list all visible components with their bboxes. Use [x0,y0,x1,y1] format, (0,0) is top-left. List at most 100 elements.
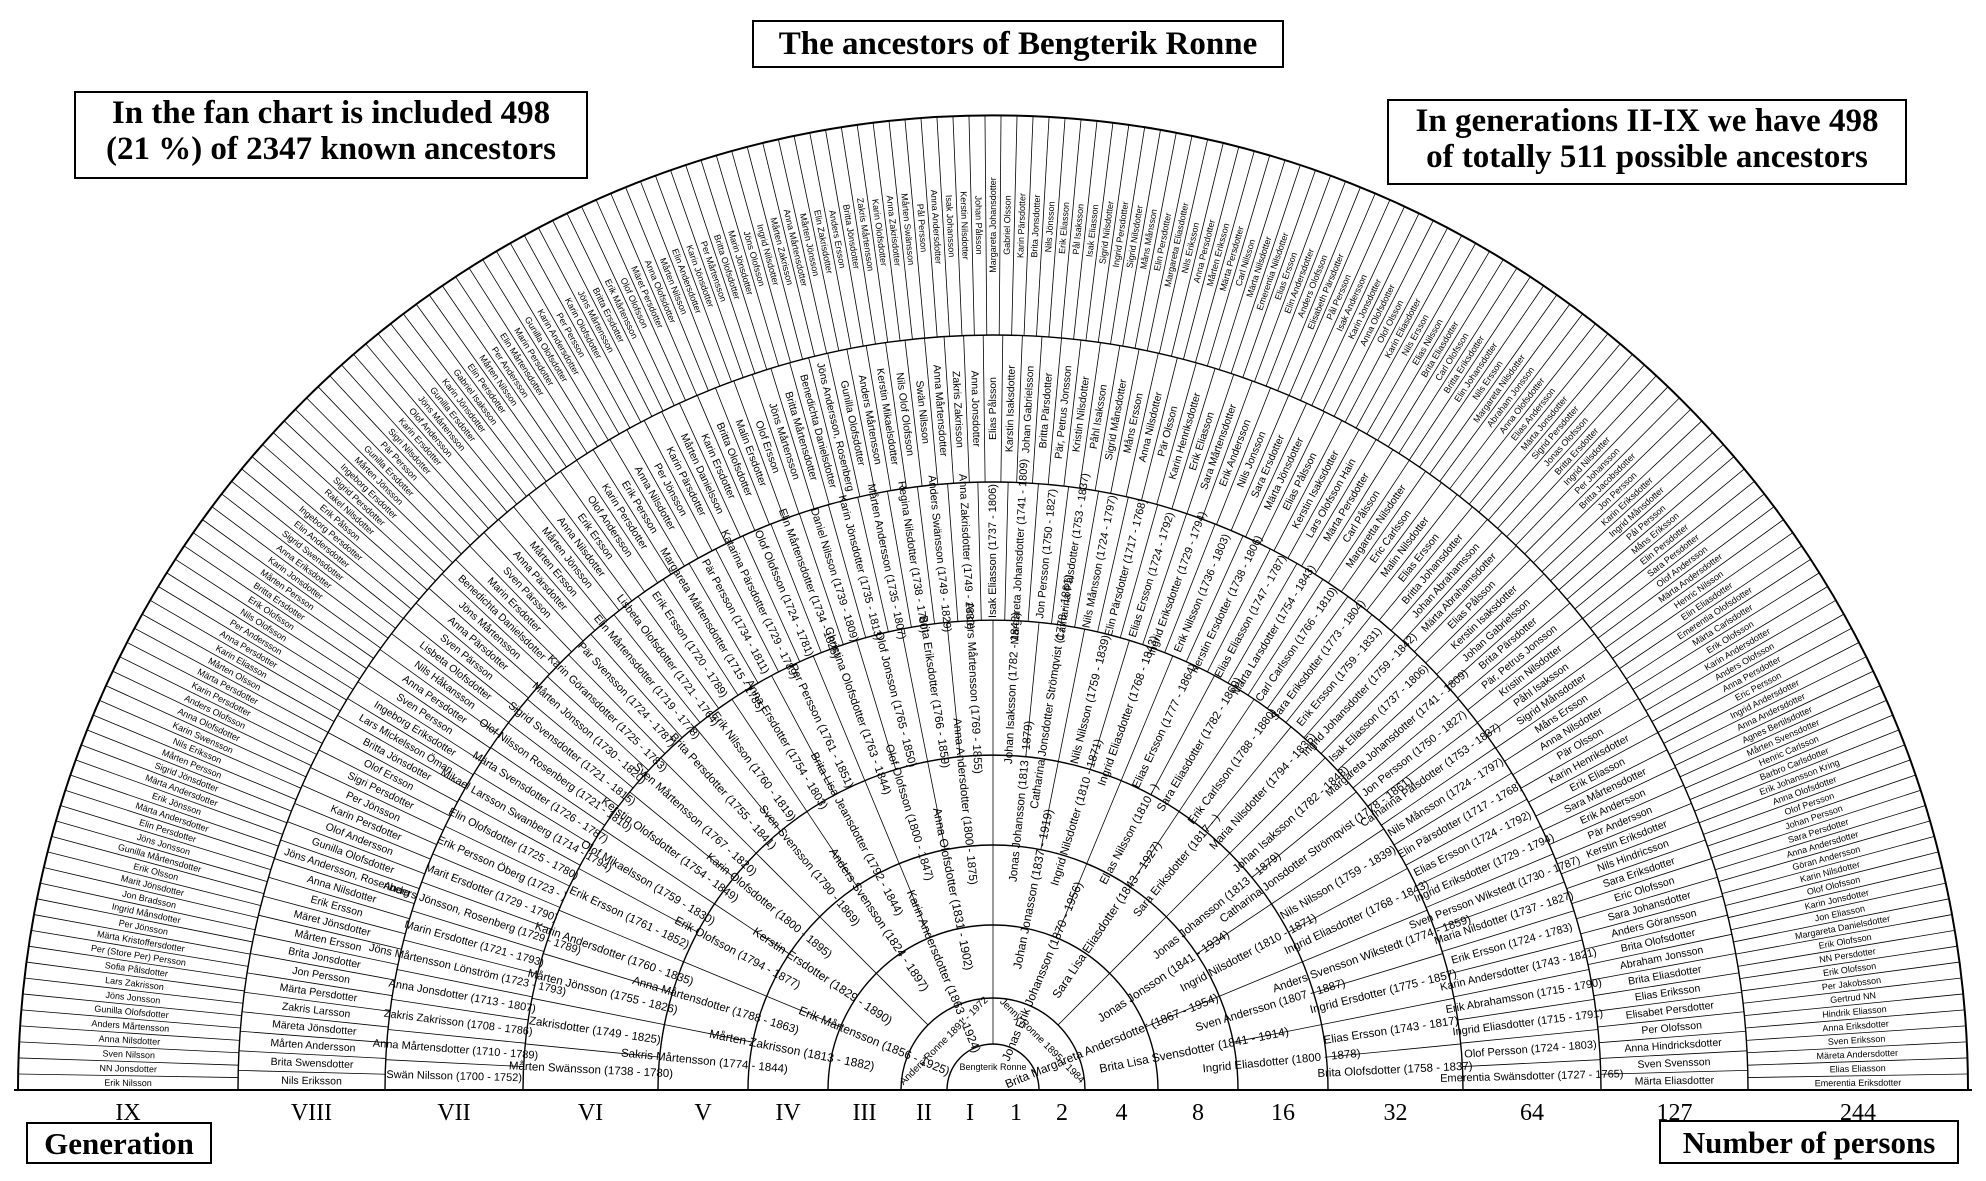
ancestor-cell-divider [1230,395,1290,531]
ancestor-cell-divider [126,642,323,744]
ancestor-name: Anna Andersdotter [929,189,944,264]
ancestor-cell-divider [1398,267,1518,454]
ancestor-cell-divider [1746,1025,1966,1041]
ancestor-name: Gunilla Olofsdotter [94,1004,169,1021]
ancestor-cell-divider [174,558,360,680]
ancestor-name: Märta Eliasdotter [1635,1075,1715,1088]
ancestor-cell-divider [377,333,518,505]
ancestor-name: Margareta Johansdotter (1741 - 1809) [1009,459,1030,645]
ancestor-cell-divider [119,656,317,755]
ancestor-cell-divider [1495,665,1618,749]
ancestor-cell-divider [1674,670,1874,766]
ancestor-cell-divider [806,811,858,887]
ancestor-cell-divider [1718,820,1931,883]
ancestor-name: Mårten Andersson [270,1037,356,1055]
ancestor-cell-divider [22,993,242,1017]
ancestor-cell-divider [1512,698,1639,776]
ancestor-cell-divider [1453,969,1590,998]
ancestor-cell-divider [75,759,283,835]
ancestor-cell-divider [1698,744,1906,824]
ancestor-cell-divider [1747,1057,1968,1066]
ancestor-cell-divider [1141,357,1178,501]
ancestor-cell-divider [294,408,453,564]
generation-numeral: VIII [291,1100,332,1126]
ancestor-cell-divider [1381,747,1496,826]
ancestor-cell-divider [60,805,271,871]
ancestor-name: Isak Eliasson (1737 - 1806) [987,484,999,618]
ancestor-cell-divider [777,138,828,354]
ancestor-name: Mårten Swänsson (1738 - 1780) [509,1060,674,1080]
ancestor-cell-divider [840,126,876,345]
ancestor-cell-divider [568,654,666,754]
ancestor-cell-divider [263,895,406,935]
ancestor-cell-divider [1436,573,1545,675]
chart-title: The ancestors of Bengterik Ronne [752,20,1284,68]
ancestor-cell-divider [558,909,684,963]
ancestor-cell-divider [55,820,268,883]
ancestor-cell-divider [1416,825,1541,887]
ancestor-cell-divider [1353,482,1442,602]
ancestor-cell-divider [231,480,404,619]
ancestor-cell-divider [789,362,830,505]
ancestor-cell-divider [1449,313,1584,490]
ancestor-cell-divider [51,835,265,894]
ancestor-cell-divider [887,491,912,628]
ancestor-cell-divider [310,767,444,831]
ancestor-cell-divider [984,115,988,336]
ancestor-cell-divider [258,914,402,950]
ancestor-cell-divider [731,698,808,812]
ancestor-cell-divider [391,998,529,1021]
ancestor-cell-divider [28,945,247,980]
possible-ancestors-line-2: of totally 511 possible ancestors [1426,138,1868,175]
ancestor-name: Zakris Zakrisson (1708 - 1786) [383,1008,533,1039]
ancestor-cell-divider [1073,120,1098,340]
ancestor-cell-divider [403,939,538,975]
ancestor-cell-divider [1715,805,1926,871]
ancestor-cell-divider [251,456,420,600]
count-axis-label: Number of persons [1659,1120,1959,1164]
ancestor-cell-divider [387,1029,526,1044]
ancestor-cell-divider [272,432,436,582]
ancestor-cell-divider [654,175,732,382]
ancestor-cell-divider [578,868,698,933]
ancestor-cell-divider [825,129,864,347]
ancestor-cell-divider [1057,973,1110,1026]
ancestor-cell-divider [1170,142,1224,357]
ancestor-cell-divider [552,219,653,417]
ancestor-cell-divider [244,991,391,1012]
ancestor-cell-divider [157,586,347,701]
ancestor-cell-divider [917,486,935,624]
ancestor-cell-divider [998,115,1002,336]
ancestor-cell-divider [1302,909,1428,963]
ancestor-cell-divider [819,916,877,974]
ancestor-cell-divider [885,342,907,489]
ancestor-cell-divider [1747,1041,1967,1054]
ancestor-name: Erik Eliasson [1057,202,1071,255]
ancestor-cell-divider [274,858,415,905]
ancestor-cell-divider [1185,535,1244,662]
ancestor-name: Anna Jonsdotter [968,370,982,447]
ancestor-cell-divider [1745,1009,1965,1029]
ancestor-cell-divider [250,953,396,981]
ancestor-cell-divider [1747,1073,1968,1078]
ancestor-cell-divider [1460,1029,1599,1044]
ancestor-cell-divider [1605,519,1784,649]
ancestor-cell-divider [1227,563,1298,684]
ancestor-cell-divider [357,681,482,762]
ancestor-cell-divider [865,345,892,491]
ancestor-cell-divider [302,784,437,845]
ancestor-cell-divider [898,863,931,938]
ancestor-cell-divider [211,506,389,639]
ancestor-cell-divider [1378,506,1473,621]
ancestor-name: Anna Nilsdotter [98,1033,160,1047]
ancestor-cell-divider [92,714,297,801]
ancestor-cell-divider [247,972,393,997]
ancestor-cell-divider [1216,387,1271,525]
ancestor-cell-divider [411,910,544,952]
ancestor-cell-divider [254,933,399,966]
ancestor-cell-divider [977,482,982,621]
ancestor-name: Olof Mikaelsson (1759 - 1830) [579,838,717,928]
ancestor-name: Zakris Zakrisson [950,371,966,449]
fan-chart-lines [14,114,1972,1091]
ancestor-cell-divider [1288,192,1376,396]
